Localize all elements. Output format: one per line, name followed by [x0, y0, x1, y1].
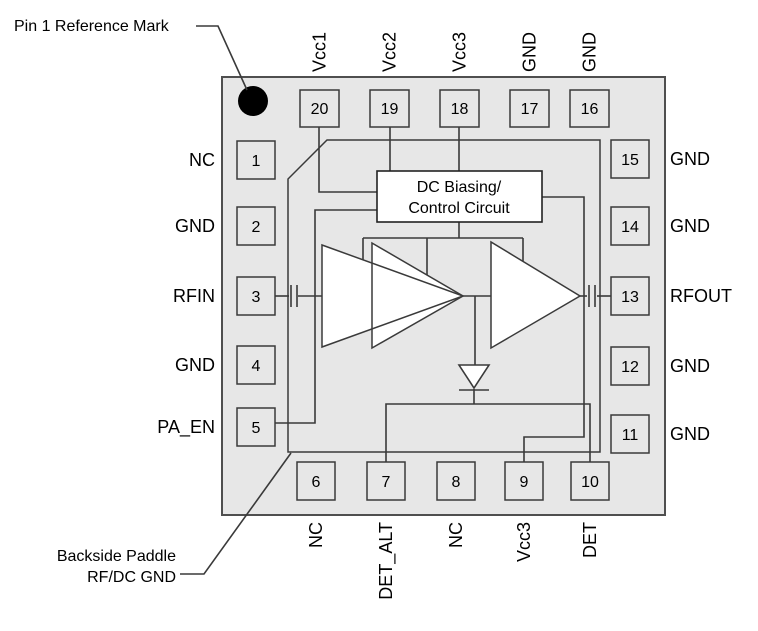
- pin-square-2: [236, 206, 276, 246]
- pin-square-6: [296, 461, 336, 501]
- pin-col-left: 1 2 3 4 5: [236, 140, 276, 447]
- output-coupling-capacitor-icon: [588, 285, 596, 307]
- internal-traces: [275, 127, 611, 462]
- pin-square-20: [299, 89, 340, 128]
- pin-square-13: [610, 276, 650, 316]
- pin-number-20: 20: [311, 101, 329, 118]
- pin-square-4: [236, 345, 276, 385]
- pin-number-5: 5: [252, 420, 261, 437]
- paddle-callout-label-line1: Backside Paddle: [57, 548, 176, 565]
- pin-square-8: [436, 461, 476, 501]
- pin-square-14: [610, 206, 650, 246]
- input-coupling-capacitor-icon: [290, 285, 298, 307]
- pin-number-13: 13: [621, 289, 639, 306]
- pin-number-12: 12: [621, 359, 639, 376]
- pin-label-nc-6: NC: [306, 522, 326, 548]
- pin-label-det-alt: DET_ALT: [376, 522, 397, 600]
- amplifier-chain: [321, 240, 582, 350]
- amp-stage1-icon: [321, 243, 466, 349]
- pin-label-gnd-4: GND: [175, 355, 215, 375]
- pin-label-vcc1: Vcc1: [310, 32, 330, 72]
- trace-vcc1-to-bias-block: [318, 127, 377, 193]
- pin-square-3: [236, 276, 276, 316]
- pin-number-2: 2: [252, 219, 261, 236]
- pin-number-3: 3: [252, 289, 261, 306]
- pin-labels-bottom: NC DET_ALT NC Vcc3 DET: [306, 522, 600, 600]
- detector-diode-icon: [457, 364, 491, 391]
- pin1-reference-dot: [238, 86, 268, 116]
- paddle-callout-label-line2: RF/DC GND: [87, 569, 176, 586]
- pin-square-11: [610, 414, 650, 454]
- pin-label-vcc3-top: Vcc3: [450, 32, 470, 72]
- trace-det-alt-to-det: [385, 403, 591, 462]
- pin-label-nc-8: NC: [446, 522, 466, 548]
- trace-vcc3-bottom-to-bias-block: [523, 196, 585, 462]
- pin-number-11: 11: [622, 427, 639, 444]
- dc-bias-control-box: [376, 170, 543, 223]
- pin-square-16: [569, 89, 610, 128]
- pin-number-19: 19: [381, 101, 399, 118]
- pin-label-gnd-16: GND: [580, 32, 600, 72]
- pin-number-4: 4: [252, 358, 261, 375]
- pin-labels-top: Vcc1 Vcc2 Vcc3 GND GND: [310, 32, 600, 72]
- pin-labels-left: NC GND RFIN GND PA_EN: [157, 150, 215, 438]
- amp-stage2-fill: [372, 243, 463, 348]
- pin-label-pa-en: PA_EN: [157, 417, 215, 438]
- paddle-callout-line: [180, 452, 292, 575]
- pin-number-17: 17: [521, 101, 539, 118]
- pin-row-top: 20 19 18 17 16: [299, 89, 610, 128]
- pin-label-det: DET: [580, 522, 600, 558]
- pin1-callout-label: Pin 1 Reference Mark: [14, 18, 170, 35]
- pin-label-rfin: RFIN: [173, 286, 215, 306]
- diode-triangle: [457, 364, 491, 390]
- pin-number-9: 9: [520, 474, 529, 491]
- backside-paddle-outline: [287, 139, 601, 453]
- pin-label-nc-1: NC: [189, 150, 215, 170]
- pin-square-18: [439, 89, 480, 128]
- pin-number-1: 1: [252, 153, 261, 170]
- pin-number-14: 14: [621, 219, 639, 236]
- pin1-callout-line: [196, 25, 248, 91]
- pin-row-bottom: 6 7 8 9 10: [296, 461, 610, 501]
- pin-square-12: [610, 346, 650, 386]
- dc-bias-control-block: DC Biasing/ Control Circuit: [376, 170, 543, 223]
- pin-label-vcc3-bottom: Vcc3: [514, 522, 534, 562]
- pin-col-right: 15 14 13 12 11: [610, 139, 650, 454]
- pin-label-gnd-2: GND: [175, 216, 215, 236]
- trace-pa-en-to-bias-block: [275, 209, 377, 424]
- dc-bias-block-label-line1: DC Biasing/: [417, 179, 502, 196]
- dc-bias-block-label-line2: Control Circuit: [408, 200, 510, 217]
- pin-square-15: [610, 139, 650, 179]
- pin-square-9: [504, 461, 544, 501]
- amp-stage3-fill: [491, 242, 580, 348]
- pin-square-1: [236, 140, 276, 180]
- pin-label-rfout: RFOUT: [670, 286, 732, 306]
- pin-label-vcc2: Vcc2: [380, 32, 400, 72]
- pin-label-gnd-12: GND: [670, 356, 710, 376]
- pin-square-5: [236, 407, 276, 447]
- pin-label-gnd-14: GND: [670, 216, 710, 236]
- pin-square-19: [369, 89, 410, 128]
- pin-labels-right: GND GND RFOUT GND GND: [670, 149, 732, 444]
- amp-stage2-icon: [371, 241, 465, 350]
- pin-number-8: 8: [452, 474, 461, 491]
- pin-number-7: 7: [382, 474, 391, 491]
- pin-label-gnd-17: GND: [520, 32, 540, 72]
- pin-number-6: 6: [312, 474, 321, 491]
- pin-square-7: [366, 461, 406, 501]
- pin-square-17: [509, 89, 550, 128]
- pin-number-16: 16: [581, 101, 599, 118]
- pin-number-15: 15: [621, 152, 639, 169]
- pin-square-10: [570, 461, 610, 501]
- pin-label-gnd-15: GND: [670, 149, 710, 169]
- amp-stage3-icon: [490, 240, 582, 350]
- pin-label-gnd-11: GND: [670, 424, 710, 444]
- pin-number-18: 18: [451, 101, 469, 118]
- pin-number-10: 10: [581, 474, 599, 491]
